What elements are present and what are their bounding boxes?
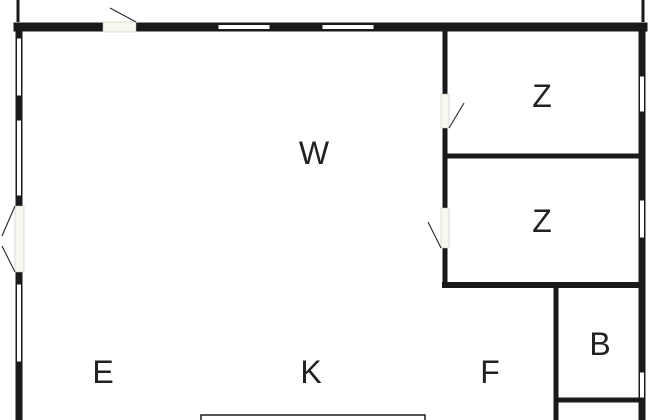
window-left-1 [16,37,22,97]
room-label-living: W [299,135,330,171]
windows [16,24,645,399]
window-left-3 [16,283,22,363]
window-top-2 [321,24,375,30]
door-bedroom-2 [427,207,450,249]
window-right-1 [639,75,645,113]
window-left-2 [16,119,22,197]
room-label-bedroom-2: Z [532,203,552,239]
room-label-dining: E [92,354,113,390]
upper-area [16,0,645,22]
kitchen-counter [200,414,426,420]
room-label-hallway: F [480,354,500,390]
window-right-3 [639,371,645,399]
window-right-2 [639,199,645,239]
door-left-wall [1,205,25,273]
room-label-bedroom-1: Z [532,78,552,114]
door-bedroom-1 [440,93,465,129]
window-top-1 [217,24,271,30]
room-labels: W Z Z E K F B [92,78,610,390]
door-entrance-top [102,7,137,33]
room-label-kitchen: K [300,354,321,390]
room-label-bathroom: B [589,326,610,362]
doors [1,7,465,273]
